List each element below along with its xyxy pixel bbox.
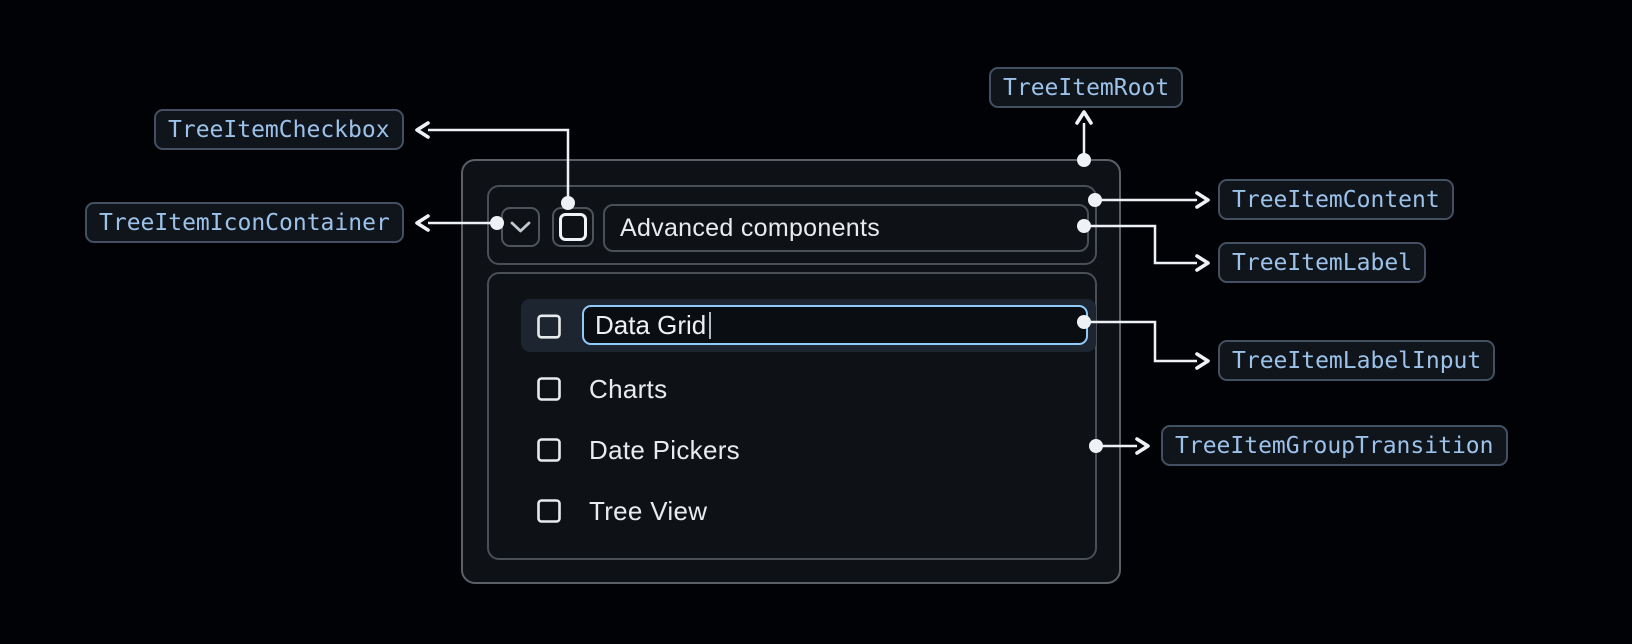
badge-tree-item-checkbox: TreeItemCheckbox <box>154 109 404 150</box>
tree-item-checkbox[interactable] <box>552 207 594 247</box>
checkbox-unchecked-icon[interactable] <box>537 438 561 462</box>
checkbox-unchecked-icon[interactable] <box>537 377 561 401</box>
tree-item-row[interactable]: Charts <box>489 359 1099 419</box>
badge-tree-item-label: TreeItemLabel <box>1218 242 1427 283</box>
tree-item-row-label: Charts <box>589 373 668 404</box>
checkbox-unchecked-icon <box>559 213 587 241</box>
tree-item-row-label: Tree View <box>589 495 708 526</box>
badge-tree-item-group-transition: TreeItemGroupTransition <box>1161 425 1508 466</box>
checkbox-unchecked-icon[interactable] <box>537 314 561 339</box>
tree-item-row[interactable]: Tree View <box>489 481 1099 541</box>
tree-item-root: Advanced components Data Grid Charts <box>461 159 1121 584</box>
tree-item-content[interactable]: Advanced components <box>487 185 1097 265</box>
badge-tree-item-root: TreeItemRoot <box>989 67 1184 108</box>
chevron-down-icon <box>510 221 531 233</box>
tree-item-label: Advanced components <box>603 204 1089 252</box>
tree-item-row-editing[interactable]: Data Grid <box>521 299 1096 352</box>
text-caret <box>709 311 712 339</box>
badge-tree-item-icon-container: TreeItemIconContainer <box>85 202 404 243</box>
tree-item-label-text: Advanced components <box>620 213 881 242</box>
tree-item-row[interactable]: Date Pickers <box>489 420 1099 480</box>
tree-item-icon-container[interactable] <box>501 207 540 247</box>
checkbox-unchecked-icon[interactable] <box>537 499 561 523</box>
tree-item-row-label: Date Pickers <box>589 434 740 465</box>
tree-item-group-transition: Data Grid Charts Date Pickers <box>487 272 1097 560</box>
badge-tree-item-content: TreeItemContent <box>1218 179 1454 220</box>
badge-tree-item-label-input: TreeItemLabelInput <box>1218 340 1496 381</box>
tree-item-label-input[interactable]: Data Grid <box>582 305 1088 345</box>
label-input-value: Data Grid <box>595 309 707 340</box>
